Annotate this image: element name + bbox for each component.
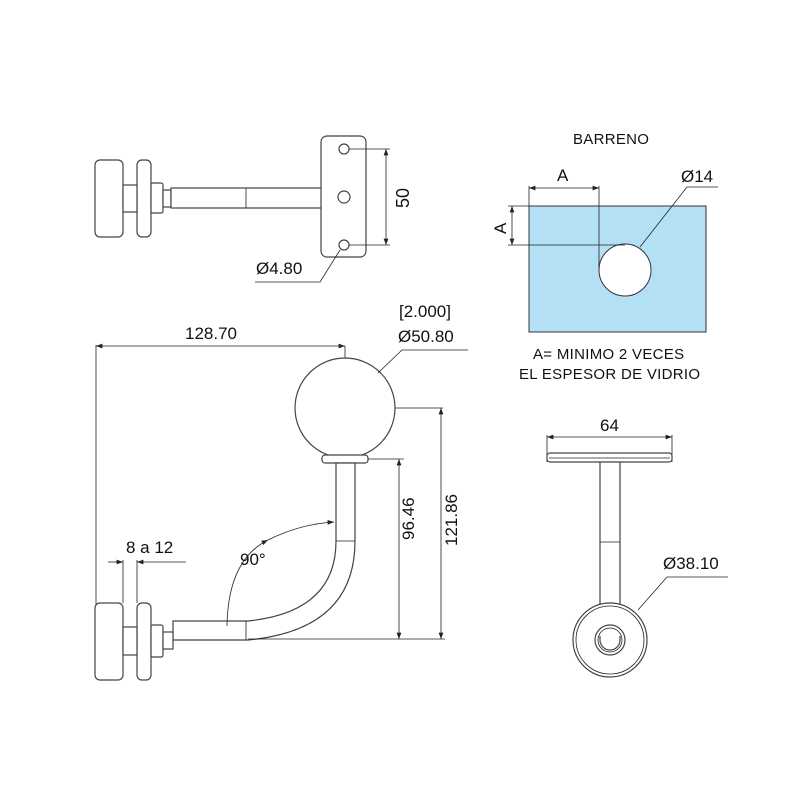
barreno-note-line2: EL ESPESOR DE VIDRIO (519, 366, 701, 383)
dim-tube-diameter: Ø50.80 (398, 327, 454, 346)
barreno-view (508, 185, 718, 333)
dim-a-horizontal: A (557, 166, 569, 185)
dim-length: 128.70 (185, 324, 237, 343)
barreno-note-line1: A= MINIMO 2 VECES (533, 346, 685, 363)
dim-a-vertical: A (491, 222, 510, 234)
side-view (94, 343, 468, 681)
dim-hole-diameter: Ø4.80 (256, 259, 303, 278)
dim-tube-inch: [2.000] (399, 302, 451, 321)
dim-height-50: 50 (393, 187, 413, 208)
dim-glass-thickness: 8 a 12 (126, 538, 174, 557)
dim-base-diameter: Ø38.10 (663, 554, 719, 573)
dim-hole-14: Ø14 (681, 167, 714, 186)
dim-height-total: 121.86 (442, 494, 461, 546)
dim-base-width: 64 (600, 416, 619, 435)
barreno-title: BARRENO (573, 131, 650, 148)
top-view (94, 135, 390, 283)
front-view (546, 434, 728, 678)
dim-angle: 90° (240, 550, 266, 569)
dim-height-inner: 96.46 (399, 497, 418, 540)
